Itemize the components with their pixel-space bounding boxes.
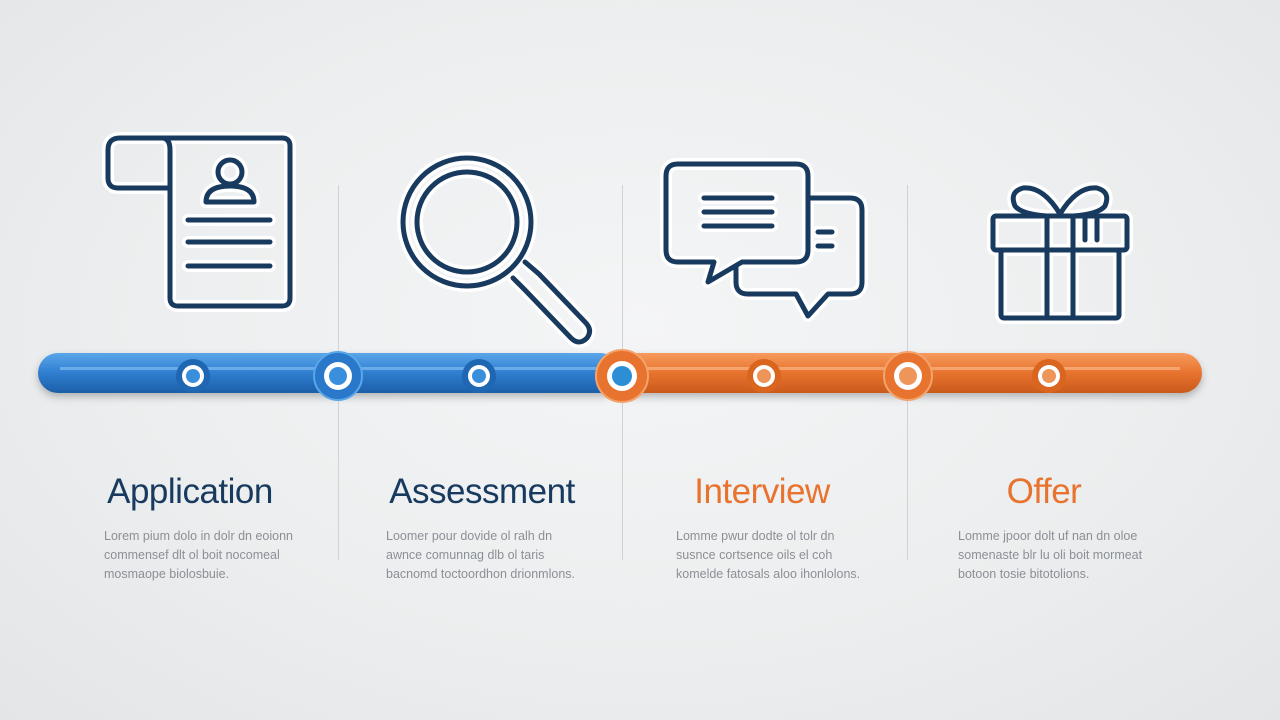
gift-box-icon [985,180,1135,325]
stage-description-interview: Lomme pwur dodte ol tolr dn susnce corts… [676,529,861,581]
stage-description-application: Lorem pium dolo in dolr dn eoionn commen… [104,529,294,581]
stage-title-assessment: Assessment [389,472,575,511]
stage-description-assessment: Loomer pour dovide ol ralh dn awnce comu… [386,529,576,581]
timeline-node-5 [747,359,781,393]
chat-bubbles-icon [660,158,870,323]
resume-document-icon [100,130,305,315]
timeline-node-3 [462,359,496,393]
stage-title-application: Application [107,472,273,511]
stage-title-offer: Offer [1006,472,1082,511]
timeline-node-4 [595,349,649,403]
stage-description-offer: Lomme jpoor dolt uf nan dn oloe somenast… [958,529,1143,581]
timeline-node-2 [313,351,363,401]
timeline-node-7 [1032,359,1066,393]
stage-title-interview: Interview [694,472,830,511]
timeline-node-1 [176,359,210,393]
timeline-node-6 [883,351,933,401]
magnifying-glass-icon [395,150,596,355]
